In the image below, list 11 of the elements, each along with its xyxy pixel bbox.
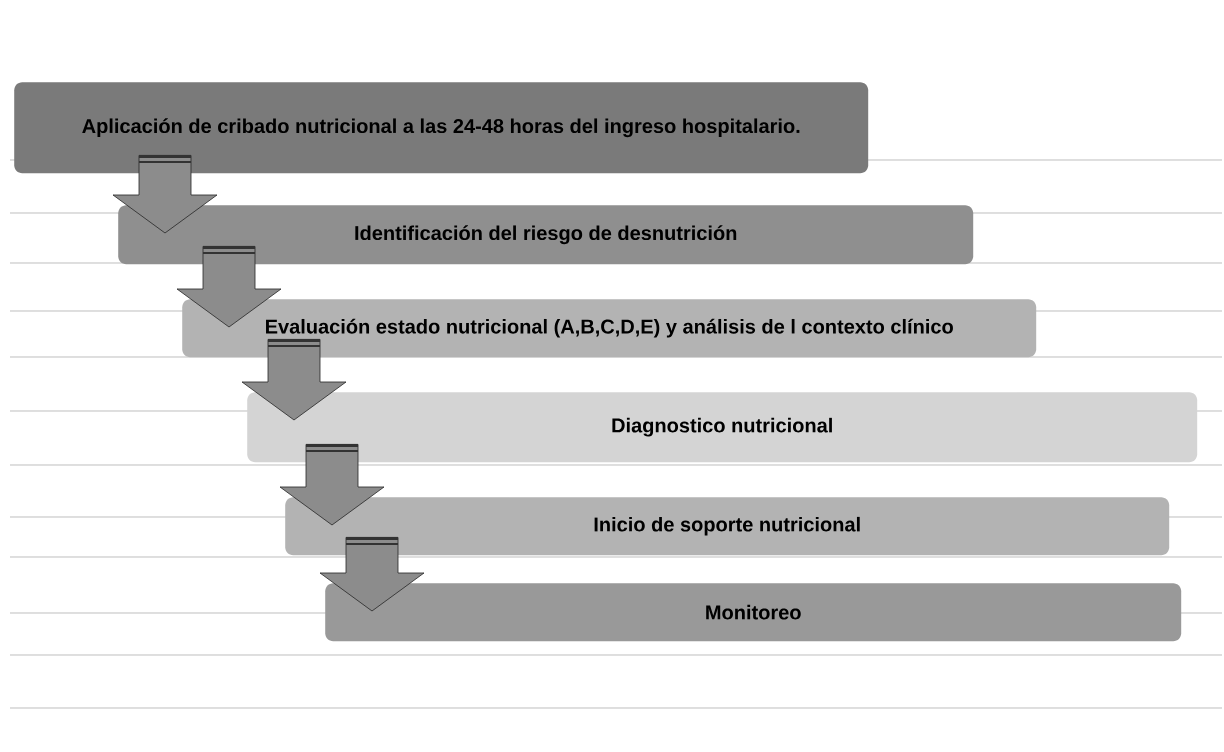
process-box: Inicio de soporte nutricional	[285, 497, 1170, 556]
block-arrow	[176, 246, 282, 328]
block-arrow	[112, 155, 218, 234]
block-arrow	[241, 339, 347, 421]
process-box: Diagnostico nutricional	[247, 392, 1198, 463]
process-box: Evaluación estado nutricional (A,B,C,D,E) y análisis de l contexto clínico	[182, 299, 1037, 358]
block-arrow	[279, 444, 385, 526]
block-arrow	[319, 537, 425, 612]
process-box: Identificación del riesgo de desnutrición	[118, 205, 974, 265]
process-box: Aplicación de cribado nutricional a las 24-48 horas del ingreso hospitalario.	[14, 82, 869, 174]
process-box: Monitoreo	[325, 583, 1182, 642]
